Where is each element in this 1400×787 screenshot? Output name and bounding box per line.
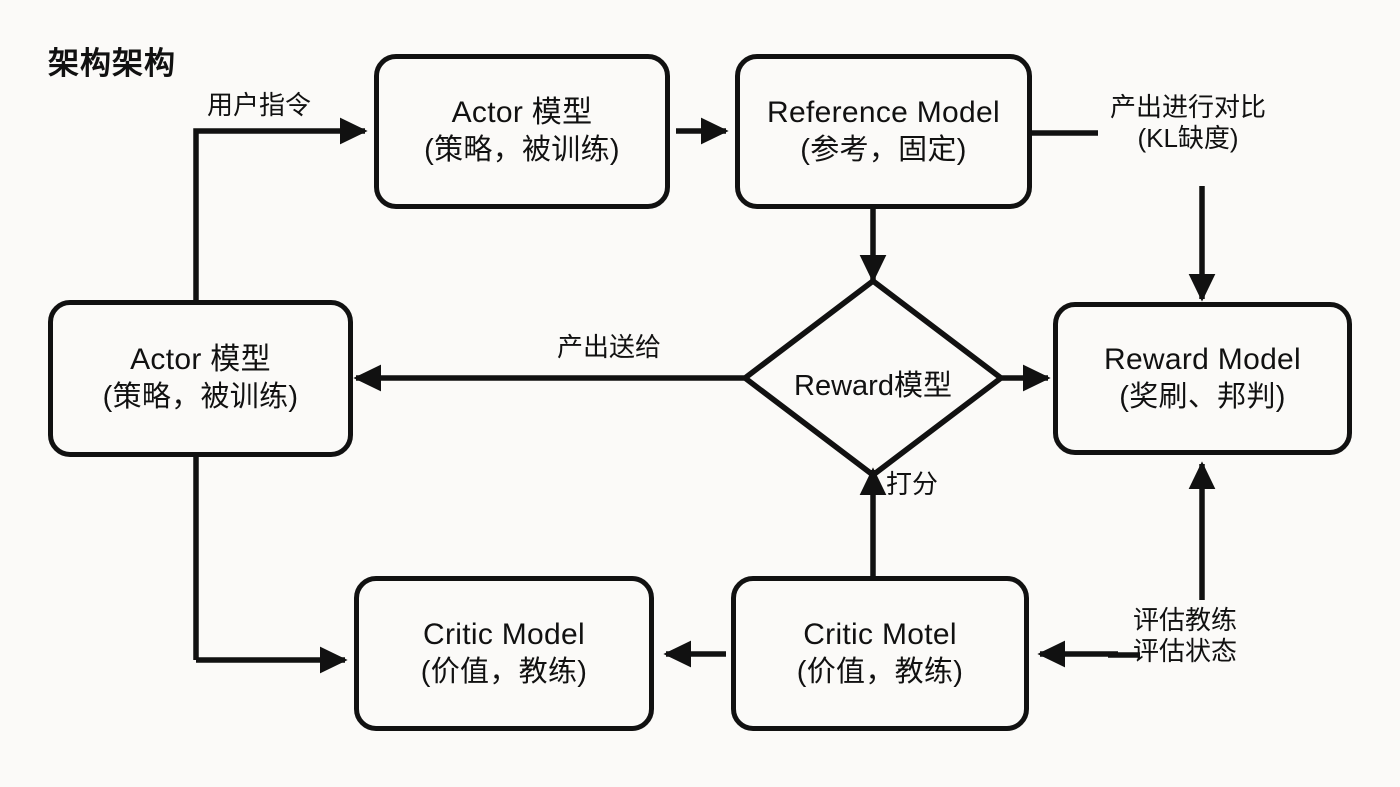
edge-label-evaluation-line1: 评估教练 [1133, 605, 1238, 635]
edge-label-output-send: 产出送给 [557, 332, 662, 362]
edge-label-kl-compare: 产出进行对比 (KL缺度) [1110, 92, 1266, 153]
diagram-title: 架构架构 [48, 46, 176, 81]
node-actor-left[interactable]: Actor 模型 (策略，被训练) [48, 300, 353, 457]
edge-label-kl-compare-line1: 产出进行对比 [1110, 92, 1267, 122]
node-reward-decision-line1: Reward模型 [794, 370, 952, 402]
node-reference-model-line1: Reference Model [767, 95, 1000, 129]
edge-label-kl-compare-line2: (KL缺度) [1137, 122, 1239, 153]
node-reward-model-line2: (奖刷、邦判) [1119, 380, 1286, 413]
node-critic-motel-line1: Critic Motel [803, 617, 957, 651]
node-actor-top-line2: (策略，被训练) [424, 133, 620, 166]
edge-label-evaluation: 评估教练 评估状态 [1133, 605, 1237, 666]
node-critic-model-line1: Critic Model [423, 617, 585, 651]
node-reward-decision-label[interactable]: Reward模型 [763, 362, 983, 404]
edge-label-scoring: 打分 [886, 469, 939, 499]
node-critic-motel-line2: (价值，教练) [796, 655, 964, 688]
edge-label-evaluation-line2: 评估状态 [1133, 635, 1238, 666]
edge-user-instruction-to-actor-top [193, 117, 368, 660]
node-critic-motel[interactable]: Critic Motel (价值，教练) [731, 576, 1029, 731]
shape-reward-decision-diamond [740, 277, 1006, 479]
node-reference-model-line2: (参考，固定) [800, 133, 967, 166]
node-reward-model[interactable]: Reward Model (奖刷、邦判) [1053, 302, 1352, 455]
node-actor-top-line1: Actor 模型 [451, 95, 593, 129]
node-actor-left-line2: (策略，被训练) [102, 380, 299, 413]
node-reward-model-line1: Reward Model [1103, 342, 1302, 376]
node-actor-top[interactable]: Actor 模型 (策略，被训练) [374, 54, 670, 209]
node-reference-model[interactable]: Reference Model (参考，固定) [735, 54, 1032, 209]
node-critic-model[interactable]: Critic Model (价值，教练) [354, 576, 654, 731]
edge-label-user-instruction: 用户指令 [207, 90, 312, 120]
node-critic-model-line2: (价值，教练) [420, 655, 588, 688]
node-actor-left-line1: Actor 模型 [130, 342, 271, 376]
